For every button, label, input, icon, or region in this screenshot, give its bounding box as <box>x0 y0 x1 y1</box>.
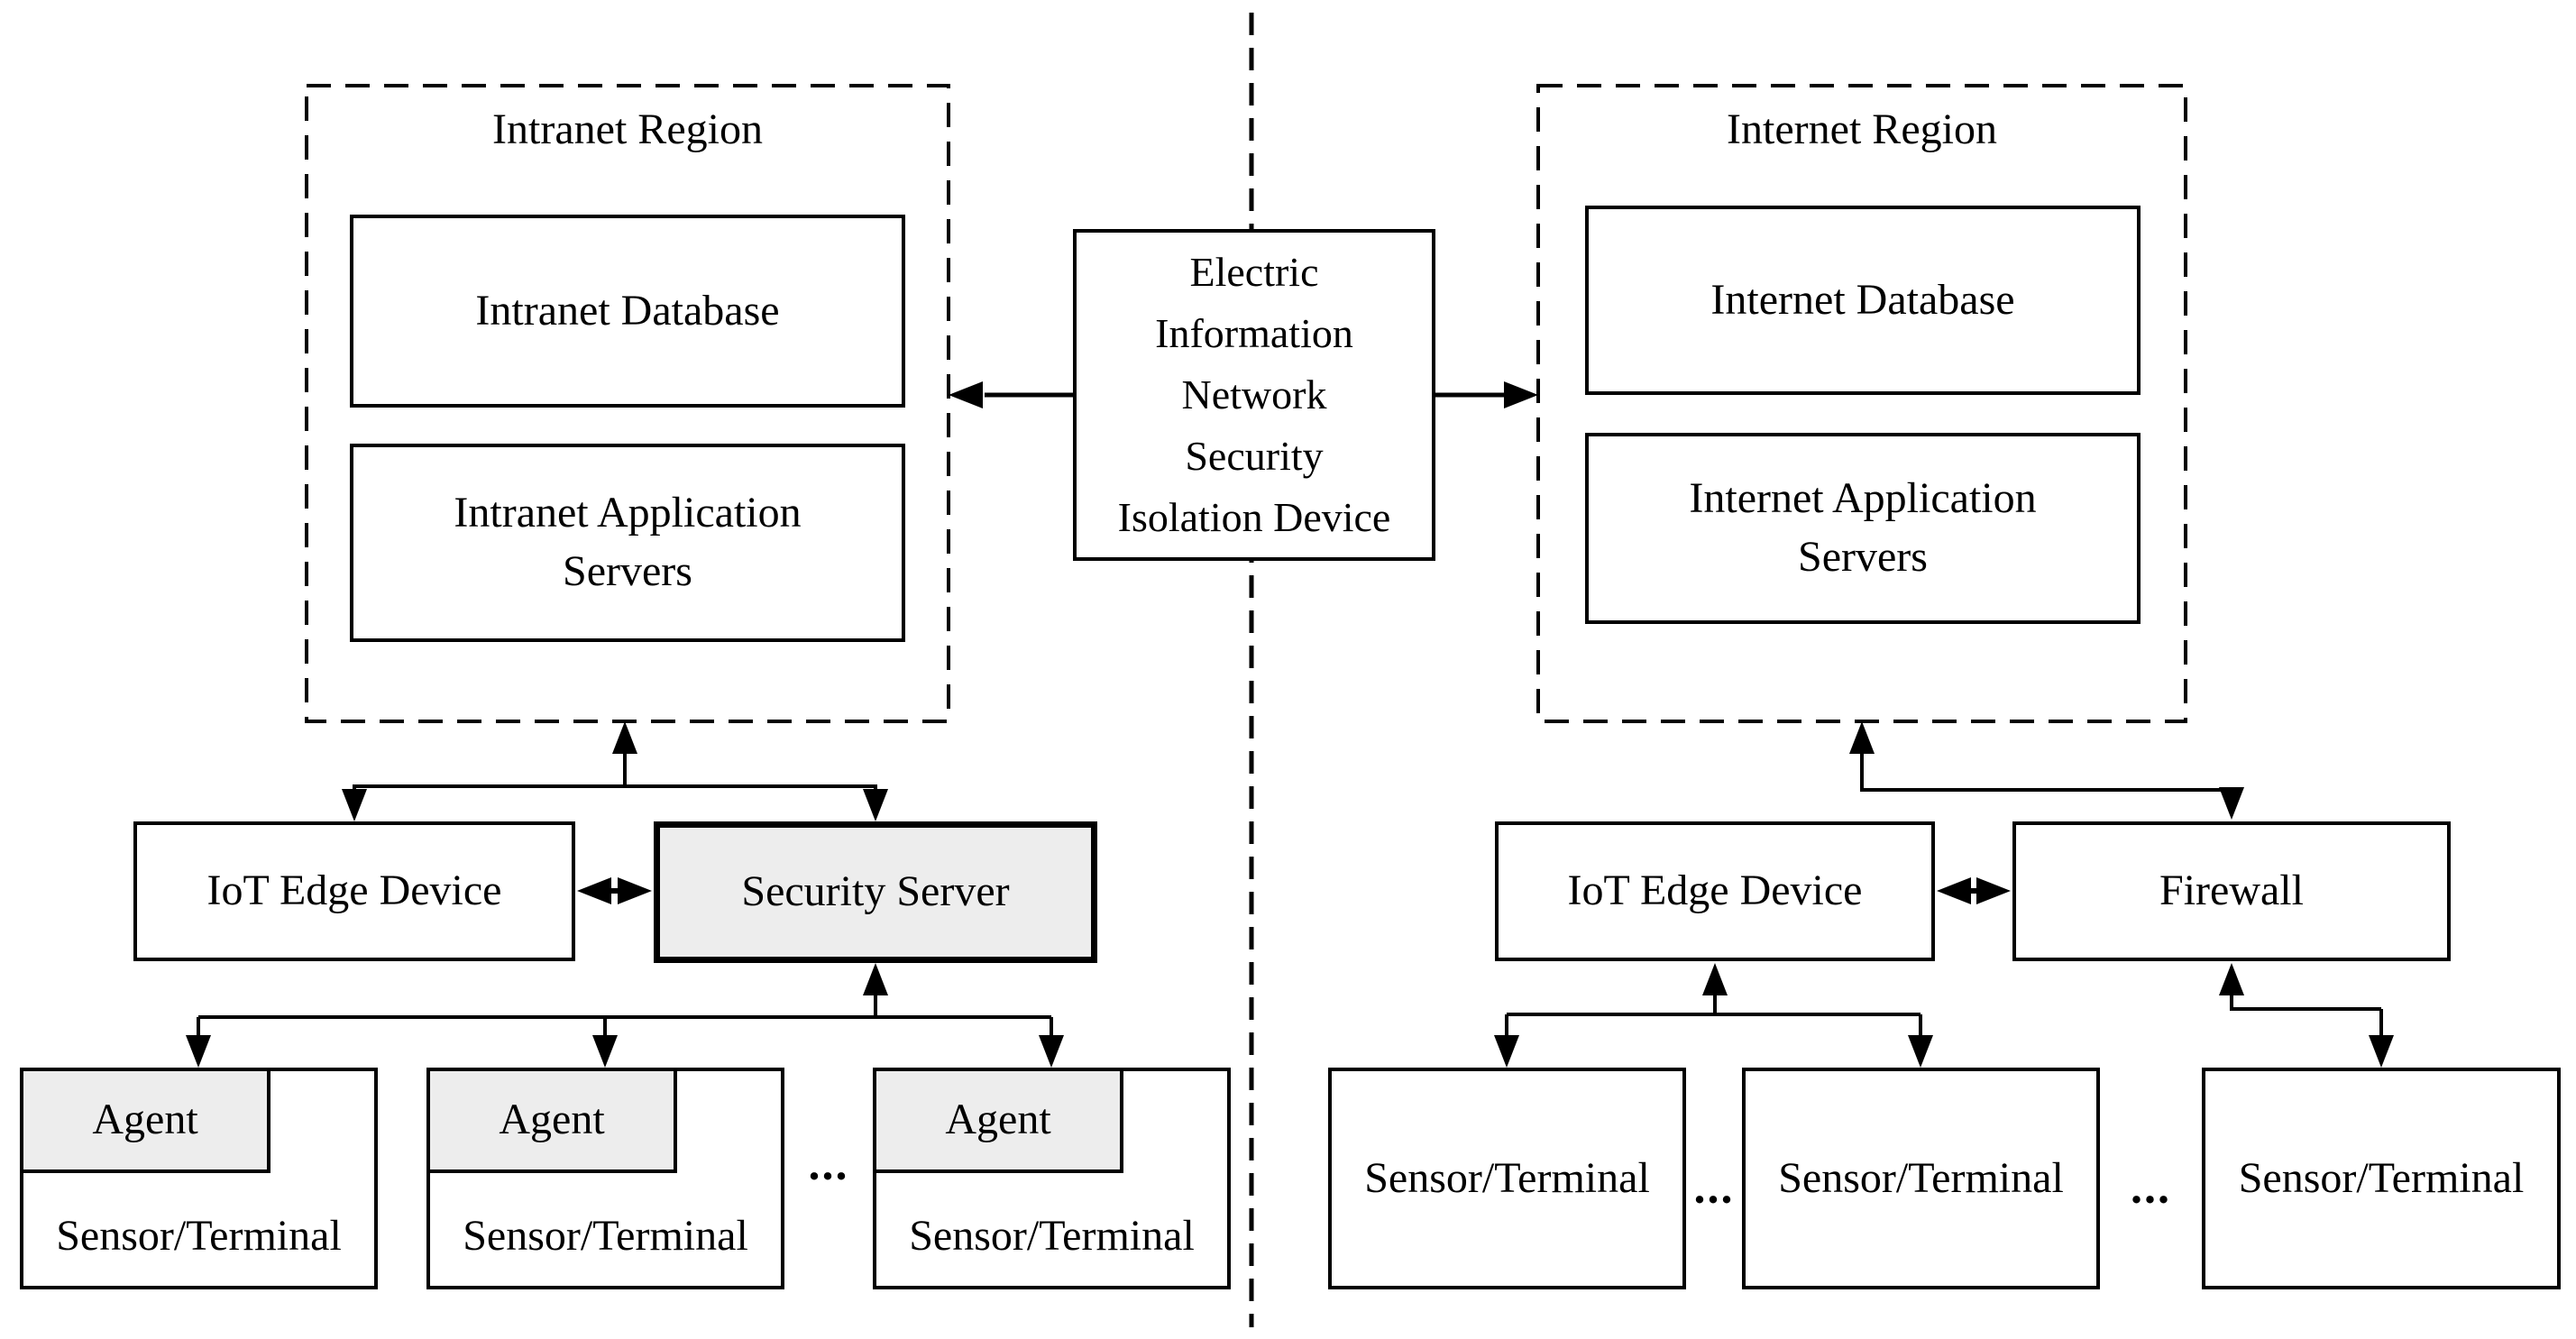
arrowhead-left-iot-security <box>577 877 611 904</box>
security-server-label: Security Server <box>741 867 1010 916</box>
arrowhead-left-into-intranet-border <box>949 381 983 408</box>
isolation-device-line: Information <box>1155 310 1353 356</box>
sensor-terminal-label-right-1: Sensor/Terminal <box>1364 1153 1650 1202</box>
agent-tab-2: Agent <box>426 1068 677 1173</box>
connector-sensors-to-iot-edge-right <box>1505 992 1922 1039</box>
arrowhead-up-into-firewall-bottom <box>2219 963 2244 995</box>
intranet-app-servers-label: Intranet Application Servers <box>454 489 802 595</box>
iot-edge-device-left-box: IoT Edge Device <box>133 821 575 961</box>
sensor-terminal-box-right-2: Sensor/Terminal <box>1742 1068 2100 1289</box>
isolation-device-line: Network <box>1181 371 1327 417</box>
arrowhead-down-into-sensor-right-3 <box>2369 1035 2394 1068</box>
intranet-region-border <box>305 84 950 723</box>
connector-intranet-to-edge-cluster <box>353 750 877 795</box>
internet-app-servers-label: Internet Application Servers <box>1689 474 2037 581</box>
arrowhead-up-into-iot-right <box>1702 963 1728 995</box>
arrowhead-down-into-sensor-left-3 <box>1039 1035 1064 1068</box>
ellipsis-left: ... <box>808 1139 849 1190</box>
connector-sensors-to-security-server <box>197 992 1053 1039</box>
sensor-terminal-box-left-3: Agent Sensor/Terminal <box>873 1068 1231 1289</box>
sensor-terminal-box-right-3: Sensor/Terminal <box>2202 1068 2561 1289</box>
firewall-box: Firewall <box>2012 821 2451 961</box>
arrowhead-down-into-firewall <box>2219 787 2244 820</box>
iot-edge-device-left-label: IoT Edge Device <box>206 867 502 915</box>
internet-region-border <box>1536 84 2187 723</box>
ellipsis-right-1: ... <box>1693 1162 1735 1214</box>
arrowhead-down-into-sensor-left-1 <box>186 1035 211 1068</box>
intranet-app-servers-box: Intranet Application Servers <box>350 444 905 642</box>
security-server-box: Security Server <box>654 821 1097 963</box>
sensor-terminal-label-right-2: Sensor/Terminal <box>1778 1153 2064 1202</box>
arrowhead-right-iot-firewall <box>1976 877 2011 904</box>
sensor-terminal-label-left-1: Sensor/Terminal <box>56 1212 342 1261</box>
arrowhead-down-into-sensor-right-2 <box>1908 1035 1933 1068</box>
arrowhead-down-into-sensor-left-2 <box>592 1035 618 1068</box>
isolation-device-line: Isolation Device <box>1117 494 1391 540</box>
isolation-device-line: Security <box>1185 433 1324 479</box>
internet-database-label: Internet Database <box>1710 275 2015 324</box>
agent-tab-3: Agent <box>873 1068 1123 1173</box>
arrowhead-up-into-security-server <box>863 963 888 995</box>
sensor-terminal-box-left-1: Agent Sensor/Terminal <box>20 1068 378 1289</box>
intranet-database-label: Intranet Database <box>475 286 780 335</box>
sensor-terminal-label-left-2: Sensor/Terminal <box>463 1212 748 1261</box>
agent-tab-1: Agent <box>20 1068 270 1173</box>
intranet-region-title: Intranet Region <box>492 105 763 153</box>
arrowhead-down-into-iot-left <box>342 789 367 821</box>
ellipsis-right-2: ... <box>2131 1162 2171 1214</box>
internet-app-servers-box: Internet Application Servers <box>1585 433 2141 624</box>
arrowhead-up-into-internet <box>1849 721 1875 754</box>
arrowhead-up-into-intranet <box>612 721 637 754</box>
arrowhead-right-into-internet-border <box>1504 381 1538 408</box>
firewall-label: Firewall <box>2159 867 2304 915</box>
connector-internet-to-firewall <box>1860 750 2233 793</box>
isolation-device-line: Electric <box>1189 249 1319 295</box>
internet-region-title: Internet Region <box>1727 105 1997 153</box>
arrowhead-left-iot-firewall <box>1937 877 1971 904</box>
agent-label-1: Agent <box>92 1096 198 1144</box>
arrowhead-down-into-security-server <box>863 789 888 821</box>
sensor-terminal-box-right-1: Sensor/Terminal <box>1328 1068 1686 1289</box>
internet-database-box: Internet Database <box>1585 206 2141 395</box>
arrowhead-down-into-sensor-right-1 <box>1494 1035 1519 1068</box>
iot-edge-device-right-label: IoT Edge Device <box>1567 867 1863 915</box>
arrowheads <box>186 381 2394 1068</box>
connector-sensor3-to-firewall <box>2230 992 2383 1039</box>
isolation-device-box: Electric Information Network Security Is… <box>1073 229 1435 561</box>
agent-label-2: Agent <box>499 1096 605 1144</box>
sensor-terminal-label-left-3: Sensor/Terminal <box>909 1212 1195 1261</box>
iot-edge-device-right-box: IoT Edge Device <box>1495 821 1935 961</box>
sensor-terminal-label-right-3: Sensor/Terminal <box>2238 1153 2525 1202</box>
intranet-database-box: Intranet Database <box>350 215 905 408</box>
agent-label-3: Agent <box>945 1096 1051 1144</box>
sensor-terminal-box-left-2: Agent Sensor/Terminal <box>426 1068 784 1289</box>
arrowhead-right-iot-security <box>618 877 652 904</box>
